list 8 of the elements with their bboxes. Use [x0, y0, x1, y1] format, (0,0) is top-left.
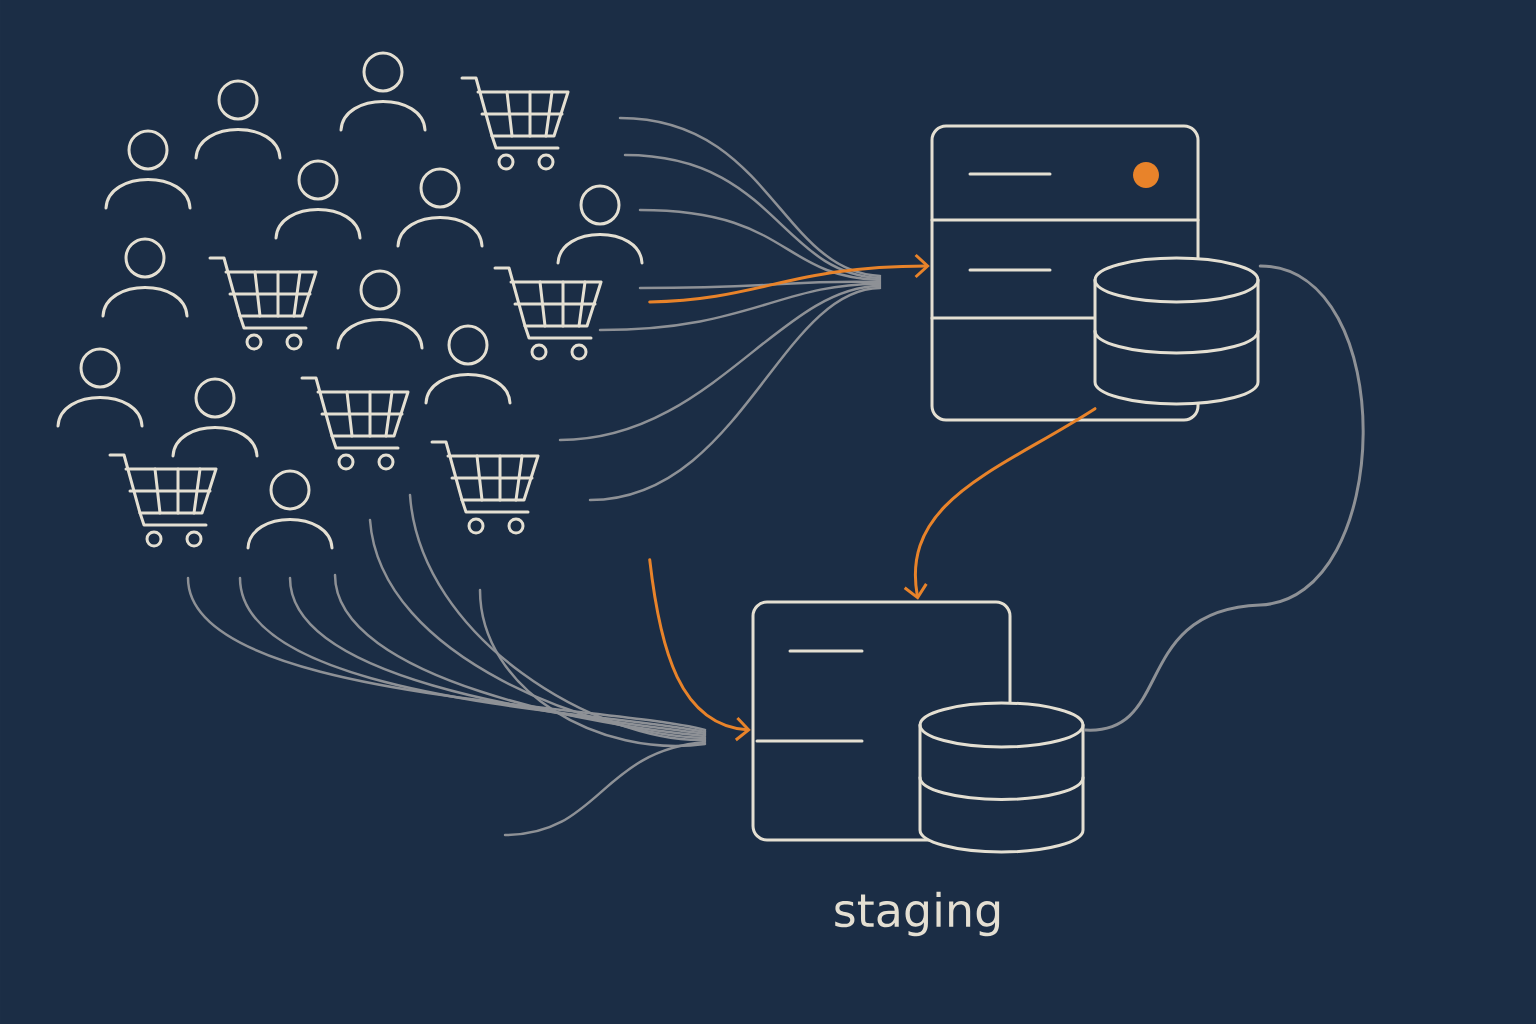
arrow	[648, 253, 930, 304]
server-drawing	[930, 124, 1260, 422]
arrow	[903, 407, 1097, 600]
connector-line	[1083, 264, 1365, 732]
node-label: staging	[835, 891, 1000, 937]
arrow	[648, 558, 751, 742]
crowd-drawing	[56, 51, 644, 550]
staging-server-drawing: staging	[751, 600, 1085, 937]
